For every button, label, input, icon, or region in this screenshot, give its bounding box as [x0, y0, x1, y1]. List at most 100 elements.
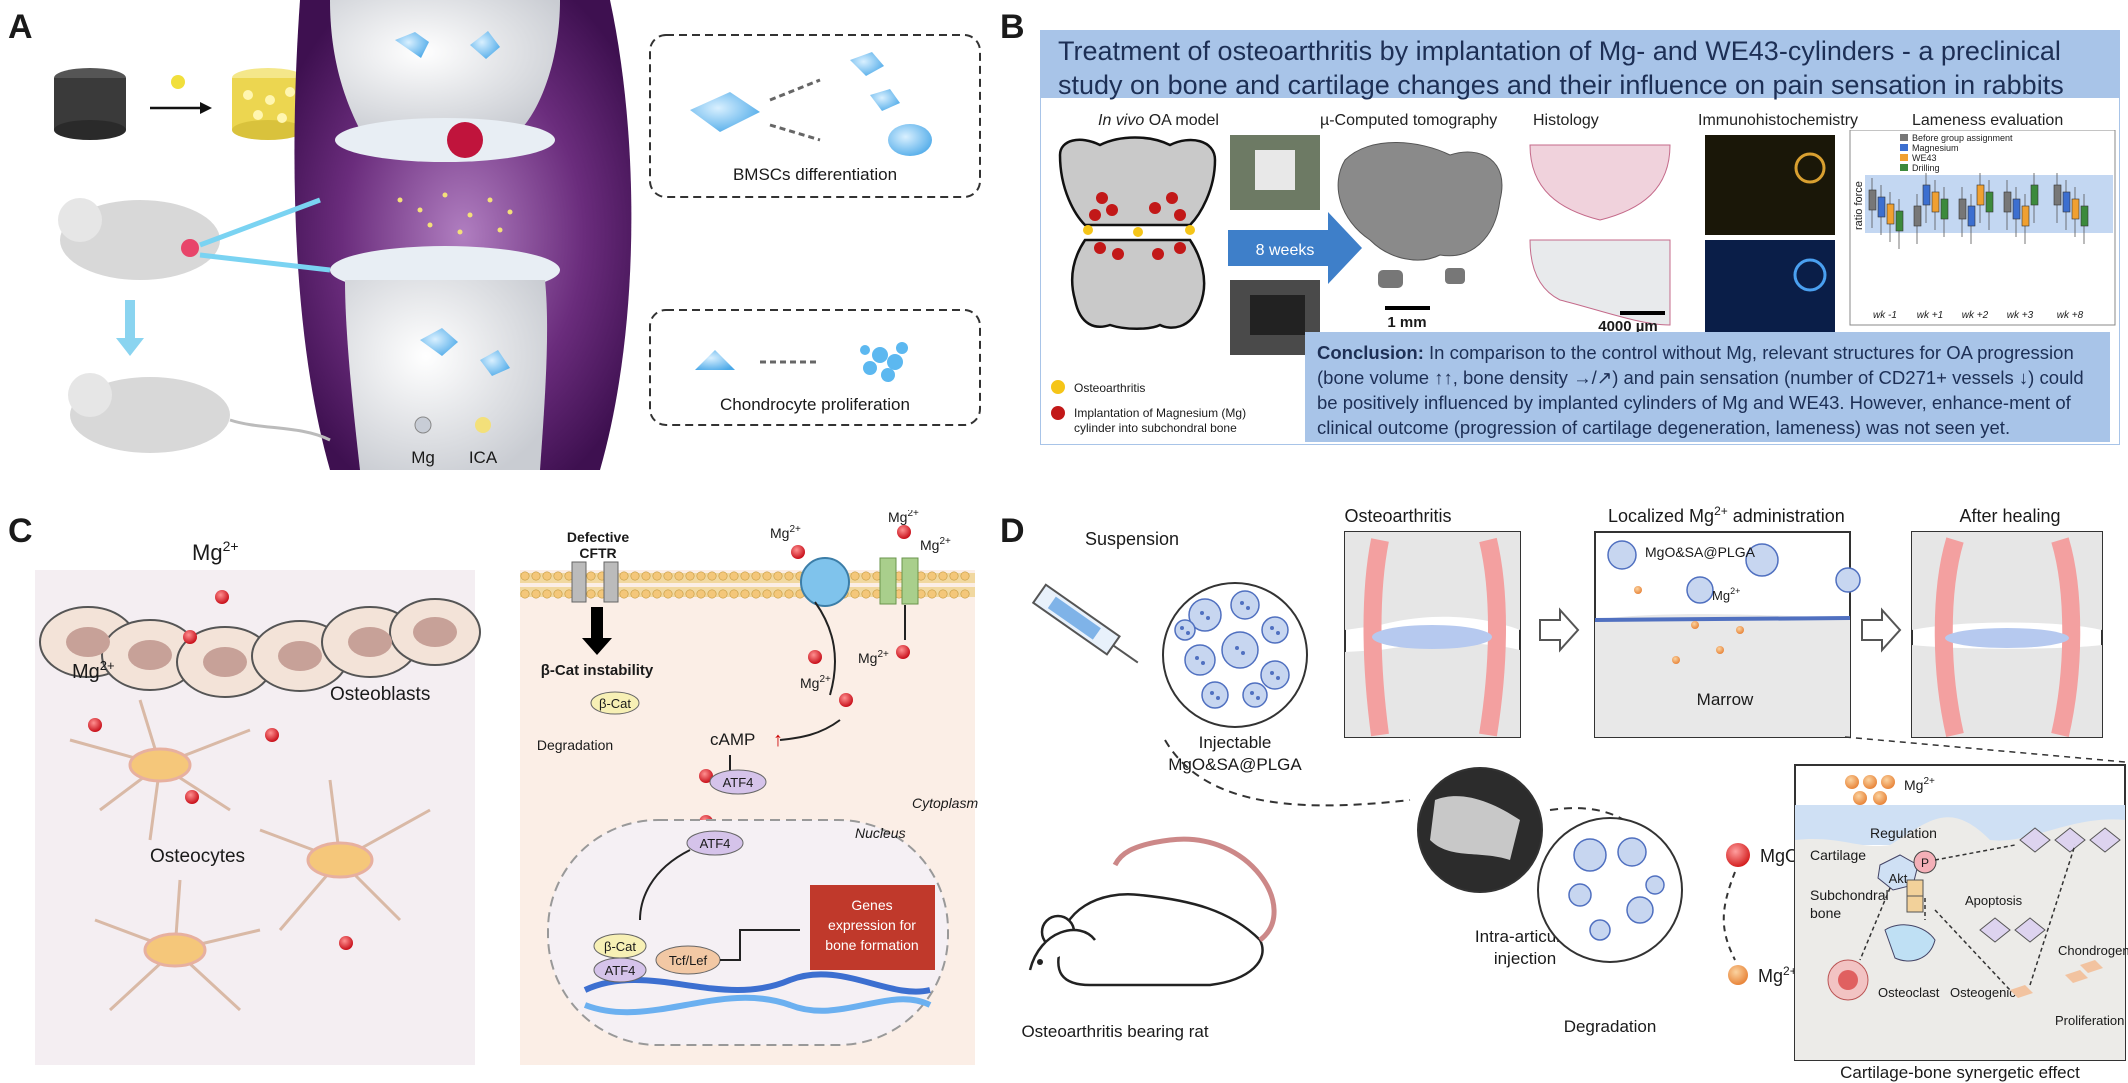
lameness-boxes [1868, 173, 2089, 249]
box [1958, 198, 1967, 220]
lipid-head [762, 589, 772, 599]
suspension-label: Suspension [1085, 529, 1179, 549]
lipid-head [718, 571, 728, 581]
subchondral-1: Subchondral [1810, 887, 1889, 903]
lipid-head [927, 571, 937, 581]
lipid-head [773, 589, 783, 599]
bcat-label: β-Cat [599, 696, 631, 711]
osteocytes-label: Osteocytes [150, 846, 245, 867]
genes-box [810, 885, 935, 970]
joint-illustration [294, 0, 632, 470]
mg-ion-label-4: Mg2+ [800, 674, 831, 691]
lipid-head [641, 589, 651, 599]
dna-strand-2 [583, 994, 932, 1016]
microsphere [1261, 616, 1289, 644]
mgo-sa-plga-label: MgO&SA@PLGA [1645, 544, 1756, 560]
akt-label: Akt [1889, 871, 1908, 886]
lipid-head [740, 571, 750, 581]
lameness-legend: Before group assignmentMagnesiumWE43Dril… [1900, 133, 2013, 173]
mg-ion-label-5: Mg2+ [858, 649, 889, 666]
box [2080, 205, 2089, 227]
conclusion-box: Conclusion: In comparison to the control… [1305, 332, 2110, 442]
microsphere [1174, 619, 1196, 641]
lipid-head [729, 571, 739, 581]
box [1940, 198, 1949, 220]
chondrogenic-label: Chondrogenic [2058, 943, 2128, 958]
lipid-head [542, 589, 552, 599]
lipid-head [520, 589, 530, 599]
lipid-head [696, 589, 706, 599]
mg-label-syn: Mg2+ [1904, 776, 1935, 793]
box [2071, 198, 2080, 220]
localized-title: Localized Mg2+ administration [1608, 504, 1845, 526]
lipid-head [960, 571, 970, 581]
microspheres [1174, 590, 1290, 709]
mg-transporter [800, 557, 850, 607]
lipid-head [718, 589, 728, 599]
mg-left-label: Mg2+ [72, 658, 115, 683]
histology-2 [1529, 239, 1671, 326]
ica-dot [171, 75, 185, 89]
apoptosis-label: Apoptosis [1965, 893, 2023, 908]
chart-legend-swatch [1900, 134, 1908, 141]
cftr-label: CFTR [579, 545, 616, 561]
lipid-head [696, 571, 706, 581]
lipid-head [630, 571, 640, 581]
lipid-head [960, 589, 970, 599]
microsphere-core [1240, 601, 1244, 605]
cartilage-label: Cartilage [1810, 847, 1866, 863]
osteocyte-bodies [128, 747, 374, 968]
mct-render [1337, 142, 1503, 261]
rat-illustration [1028, 836, 1277, 987]
microsphere-core [1270, 626, 1274, 630]
box [1922, 184, 1931, 206]
mg-label-d: Mg2+ [1758, 964, 1797, 986]
regulation-label: Regulation [1870, 825, 1937, 841]
mg-ion-localized: Mg2+ [1712, 586, 1740, 603]
col-ihc: Immunohistochemistry [1698, 112, 1859, 129]
nucleus [547, 819, 949, 1046]
mg-legend-dot [414, 416, 432, 434]
atf4-label-1: ATF4 [723, 775, 754, 790]
cytoplasm-label: Cytoplasm [912, 795, 978, 811]
lipid-head [949, 589, 959, 599]
mg-ion-label-2: Mg2+ [888, 510, 919, 525]
chart-xtick: wk +3 [2007, 310, 2034, 321]
microsphere-core [1206, 616, 1210, 620]
defective-label: Defective [567, 529, 629, 545]
after-healing-title: After healing [1959, 506, 2060, 526]
panel-b-title-band [1040, 30, 2120, 98]
ica-legend-dot [475, 417, 491, 433]
lipid-head [619, 589, 629, 599]
synergy-label: Cartilage-bone synergetic effect [1840, 1063, 2080, 1082]
weeks-arrow [1228, 212, 1362, 284]
atf4-label-2: ATF4 [700, 836, 731, 851]
lipid-head [619, 571, 629, 581]
scaffold-dark [54, 68, 126, 140]
microsphere-core [1241, 651, 1245, 655]
chart-xtick: wk -1 [1873, 310, 1897, 321]
microsphere-core [1210, 691, 1214, 695]
weeks-label: 8 weeks [1256, 242, 1315, 259]
microsphere-core [1200, 611, 1204, 615]
legend-ica-text: ICA [469, 448, 498, 467]
col-invivo: In vivo OA model [1098, 112, 1219, 129]
box [1895, 210, 1904, 232]
degradation-c: Degradation [537, 737, 613, 753]
microsphere-core [1216, 696, 1220, 700]
lipid-head [553, 589, 563, 599]
microsphere-core [1201, 661, 1205, 665]
box [2012, 198, 2021, 220]
syringe-icon [1031, 583, 1139, 664]
lipid-head [740, 589, 750, 599]
mg-ion-label-3: Mg2+ [920, 536, 951, 553]
lipid-head [927, 589, 937, 599]
lipid-head [784, 589, 794, 599]
scale-mct: 1 mm [1387, 314, 1426, 331]
genes-line-1: Genes [851, 897, 892, 913]
box [2021, 205, 2030, 227]
microsphere-core [1180, 626, 1184, 630]
microsphere [1184, 644, 1216, 676]
chart-xtick: wk +2 [1962, 310, 1989, 321]
scale-hist: 4000 µm [1598, 318, 1658, 335]
